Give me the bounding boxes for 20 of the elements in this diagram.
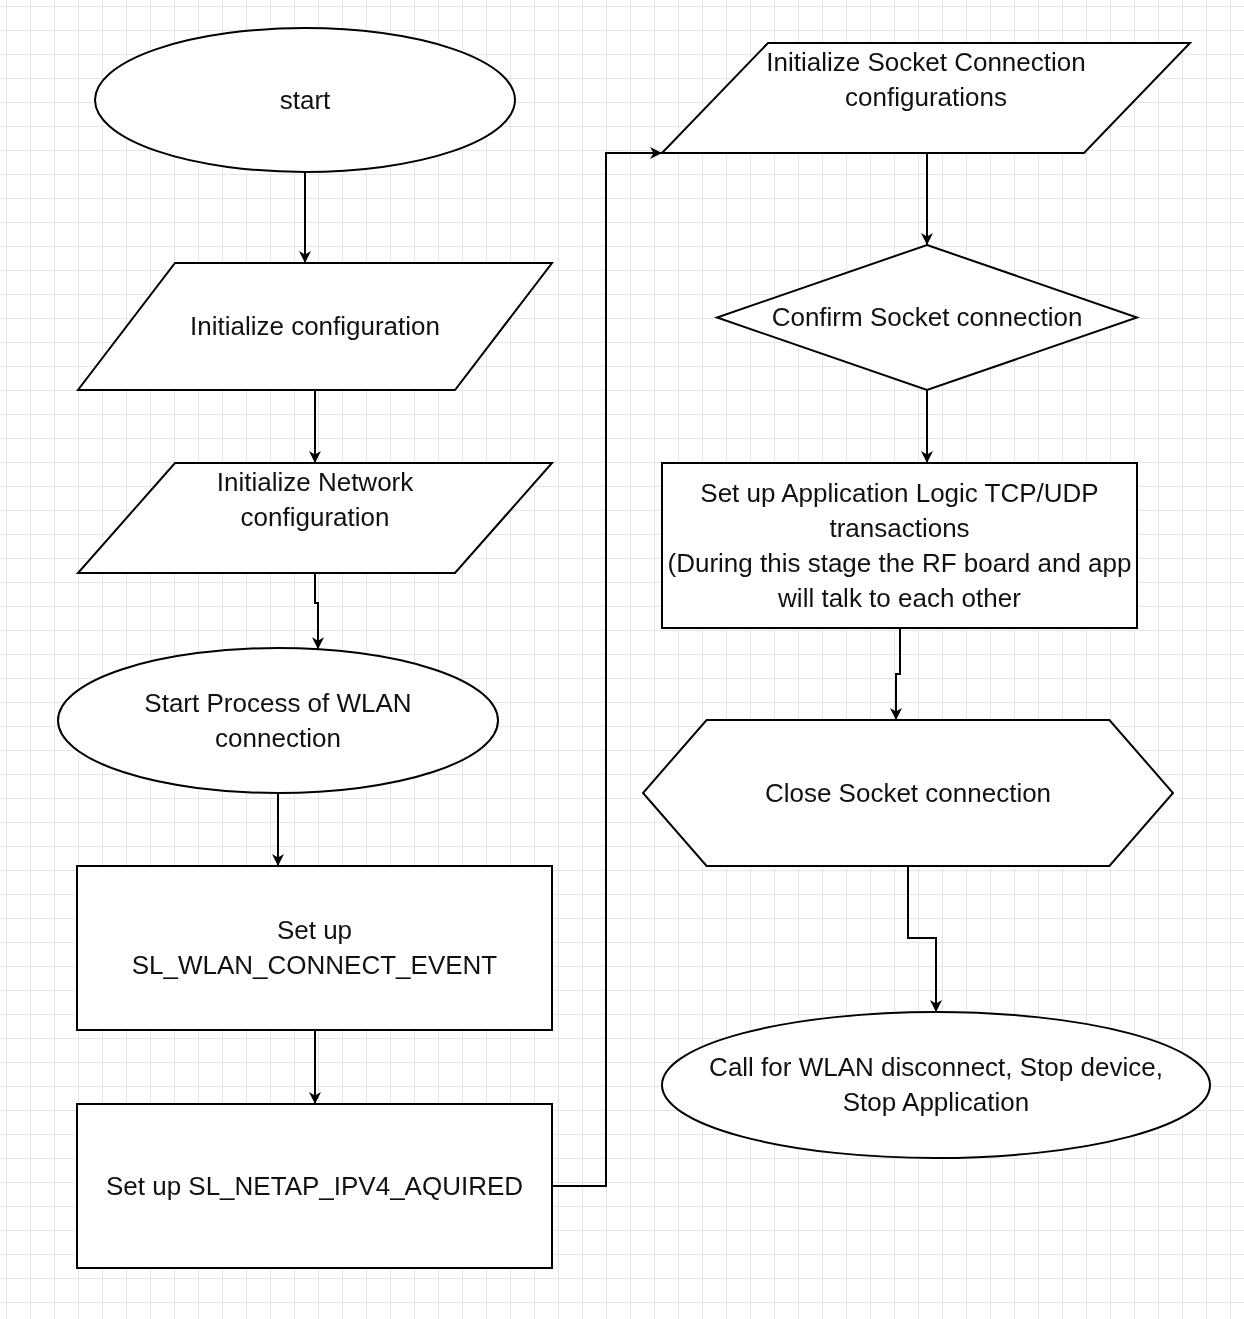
- step-label: Set up SL_WLAN_CONNECT_EVENT: [130, 914, 499, 982]
- step-label: Initialize Socket Connection configurations: [765, 46, 1087, 114]
- step-label: Close Socket connection: [764, 776, 1052, 810]
- step-note: (During this stage the RF board and app will talk to each other: [666, 546, 1133, 615]
- step-label: Initialize Network configuration: [215, 466, 415, 534]
- step-label: Start Process of WLAN connection: [143, 686, 413, 755]
- arrow: [921, 389, 933, 464]
- step-label: Set up SL_NETAP_IPV4_AQUIRED: [105, 1169, 524, 1203]
- arrow: [309, 389, 321, 464]
- arrow: [921, 152, 933, 246]
- step-label: Call for WLAN disconnect, Stop device, Stop Application: [708, 1051, 1164, 1119]
- step-label: start: [279, 83, 331, 117]
- step-label: Set up Application Logic TCP/UDP transactions: [699, 476, 1100, 545]
- step-label: Initialize configuration: [189, 310, 440, 343]
- arrow: [890, 627, 902, 721]
- arrow: [907, 865, 942, 1013]
- step-label: Confirm Socket connection: [771, 301, 1083, 334]
- arrow: [272, 792, 284, 867]
- arrow: [309, 1029, 321, 1105]
- arrow: [299, 171, 311, 264]
